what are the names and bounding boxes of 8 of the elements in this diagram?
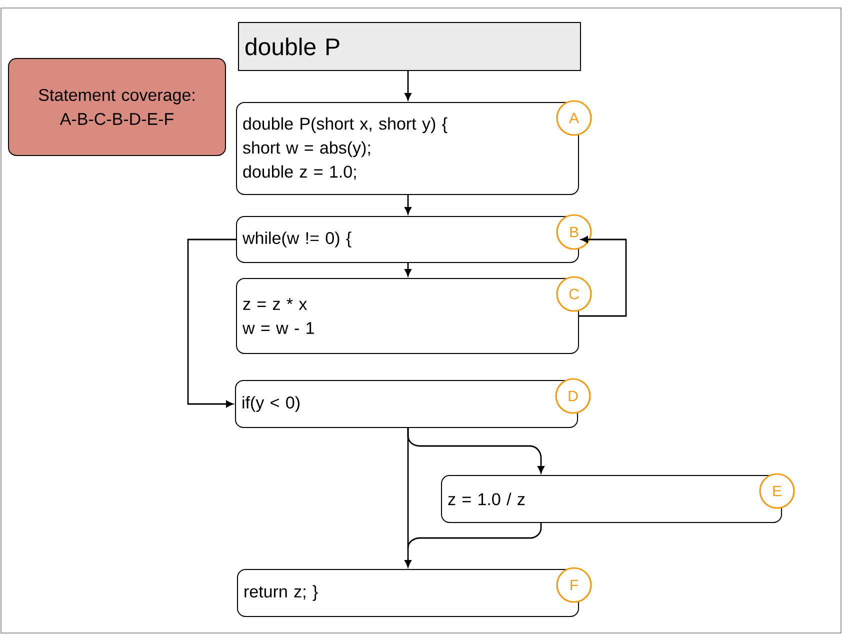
title-box: double P [238,22,581,71]
arrow [187,238,236,408]
arrow [404,263,412,276]
arrow [404,548,412,568]
note-box: Statement coverage: A-B-C-B-D-E-F [8,58,226,156]
arrow [404,195,412,214]
arrow [404,71,412,100]
arrow [579,236,627,317]
